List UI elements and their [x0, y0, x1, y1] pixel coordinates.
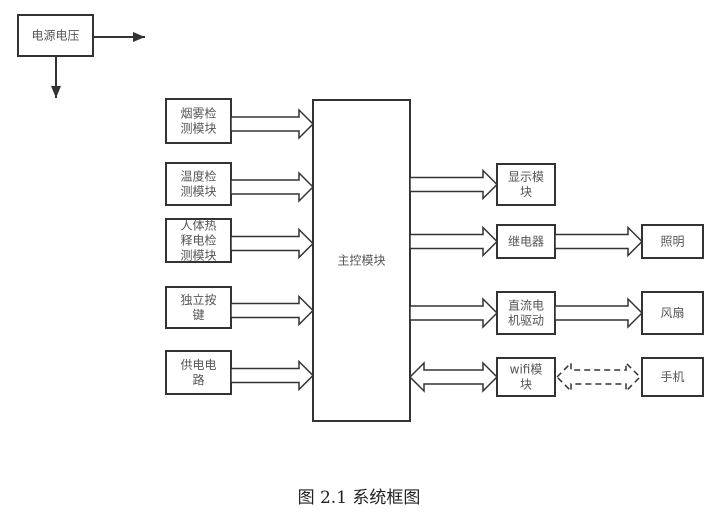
power-voltage-box-border: [17, 14, 94, 57]
input-smoke-box-label: 烟雾检: [180, 106, 216, 121]
input-power-circuit-box-border: [165, 350, 232, 395]
output-display-arrow: [409, 168, 499, 201]
power-right-arrow: [93, 32, 145, 42]
power-voltage-box-label: 电源电压: [31, 29, 79, 43]
power-down-arrow: [51, 56, 61, 98]
phone-link-arrow: [555, 361, 642, 393]
input-pir-box-label: 人体热: [180, 219, 216, 233]
output-wifi-box-label: 块: [520, 378, 532, 392]
input-pir-arrow: [230, 227, 315, 260]
fan-box-border: [641, 291, 704, 335]
output-display-box-label: 块: [520, 185, 532, 199]
output-dc-motor-arrow: [409, 297, 499, 329]
phone-box-border: [641, 357, 704, 397]
input-button-box-label: 键: [192, 308, 204, 322]
input-button-box-border: [165, 286, 232, 329]
output-wifi-box-border: [496, 357, 556, 397]
lighting-box-label: 照明: [660, 235, 684, 249]
lighting-link-arrow: [554, 225, 644, 258]
power-voltage-box: 电源电压: [17, 14, 94, 57]
fan-box-label: 风扇: [660, 305, 684, 320]
output-relay-box: 继电器: [496, 224, 556, 259]
input-smoke-arrow: [230, 108, 315, 140]
input-pir-box-label: 释电检: [180, 233, 216, 248]
output-dc-motor-box-border: [496, 291, 556, 335]
input-temperature-box-label: 温度检: [180, 169, 216, 184]
fan-box: 风扇: [641, 291, 704, 335]
input-power-circuit-box-label: 供电电: [180, 358, 216, 372]
output-relay-arrow: [409, 225, 499, 258]
fan-link-arrow: [554, 297, 644, 329]
main-control-box: 主控模块: [312, 99, 411, 422]
input-smoke-box-border: [165, 98, 232, 144]
main-control-box-border: [312, 99, 411, 422]
input-button-box-label: 独立按: [180, 292, 216, 307]
phone-box: 手机: [641, 357, 704, 397]
output-wifi-box-label: wifi模: [510, 363, 543, 377]
output-display-box-label: 显示模: [508, 170, 544, 184]
output-wifi-arrow: [408, 361, 499, 393]
main-control-box-label: 主控模块: [337, 254, 385, 268]
output-relay-box-border: [496, 224, 556, 259]
figure-caption: 图 2.1 系统框图: [297, 488, 421, 508]
input-temperature-arrow: [230, 171, 315, 203]
input-temperature-box-border: [165, 162, 232, 206]
lighting-box: 照明: [641, 224, 704, 259]
output-dc-motor-box-label: 机驱动: [508, 314, 544, 328]
input-button-arrow: [230, 294, 315, 327]
input-power-circuit-arrow: [230, 359, 315, 392]
phone-box-label: 手机: [660, 370, 684, 384]
input-temperature-box-label: 测模块: [180, 185, 216, 199]
output-relay-box-label: 继电器: [508, 235, 544, 249]
input-pir-box-label: 测模块: [180, 249, 216, 263]
output-display-box-border: [496, 163, 556, 206]
input-smoke-box-label: 测模块: [180, 122, 216, 136]
output-dc-motor-box-label: 直流电: [508, 299, 544, 313]
lighting-box-border: [641, 224, 704, 259]
input-power-circuit-box-label: 路: [192, 372, 204, 387]
